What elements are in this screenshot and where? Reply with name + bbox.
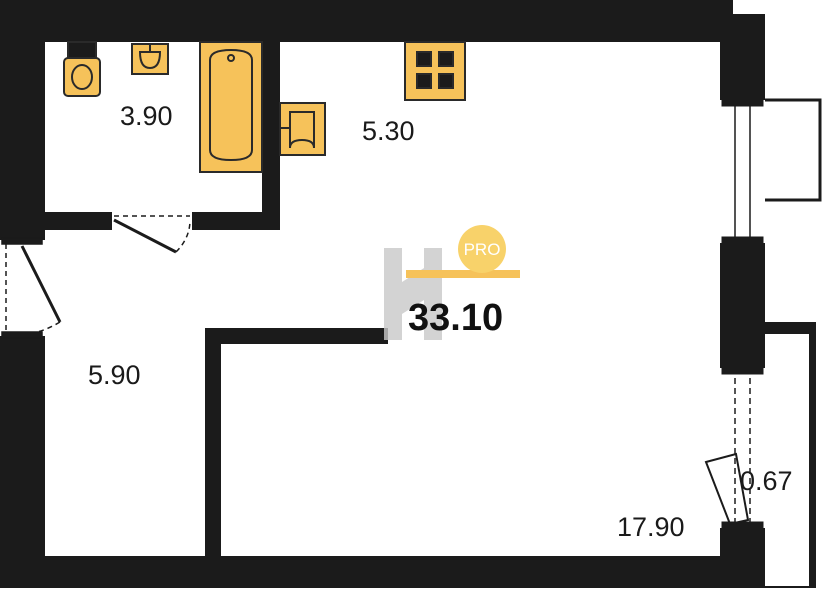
door-bathroom-swing — [175, 219, 191, 253]
pro-badge-label: PRO — [464, 240, 501, 259]
door-bathroom-leaf — [113, 218, 177, 254]
toilet-icon — [63, 41, 101, 97]
door-balcony-leaf — [704, 452, 750, 526]
doors — [1, 215, 750, 526]
room-area-balcony: 0.67 — [740, 466, 793, 496]
wall-living-top — [205, 328, 388, 344]
door-entrance-frame-bottom — [1, 331, 43, 339]
wall-wc-right — [262, 42, 280, 230]
window-kitchen-frame-bottom — [721, 236, 764, 244]
door-entrance-leaf — [20, 245, 62, 323]
outer-wall — [0, 0, 765, 588]
room-area-bathroom: 3.90 — [120, 101, 173, 131]
door-entrance-frame-top — [1, 237, 43, 245]
kitchen-sink-icon — [279, 102, 326, 156]
opening-bathroom-door — [112, 212, 192, 230]
stove-icon — [404, 41, 466, 101]
total-area-label: 33.10 — [408, 297, 503, 339]
pro-badge-circle — [458, 225, 506, 273]
balcony-floor — [765, 334, 809, 586]
room-area-living: 17.90 — [617, 512, 685, 542]
opening-entrance — [0, 240, 45, 336]
wall-living-left — [205, 328, 221, 556]
opening-window-kitchen — [720, 100, 765, 243]
balcony-kitchen — [765, 98, 822, 202]
room-area-hallway: 5.90 — [88, 360, 141, 390]
wc-sink-icon — [131, 43, 169, 75]
room-area-kitchen: 5.30 — [362, 116, 415, 146]
window-kitchen-frame-top — [721, 99, 764, 107]
fixtures — [63, 41, 466, 173]
openings — [0, 100, 809, 586]
window-living-frame-bottom — [721, 521, 764, 529]
window-living-frame-top — [721, 367, 764, 375]
opening-window-living — [720, 368, 765, 528]
windows — [721, 99, 764, 529]
pro-badge: PRO — [406, 225, 520, 278]
bathtub-icon — [199, 41, 263, 173]
